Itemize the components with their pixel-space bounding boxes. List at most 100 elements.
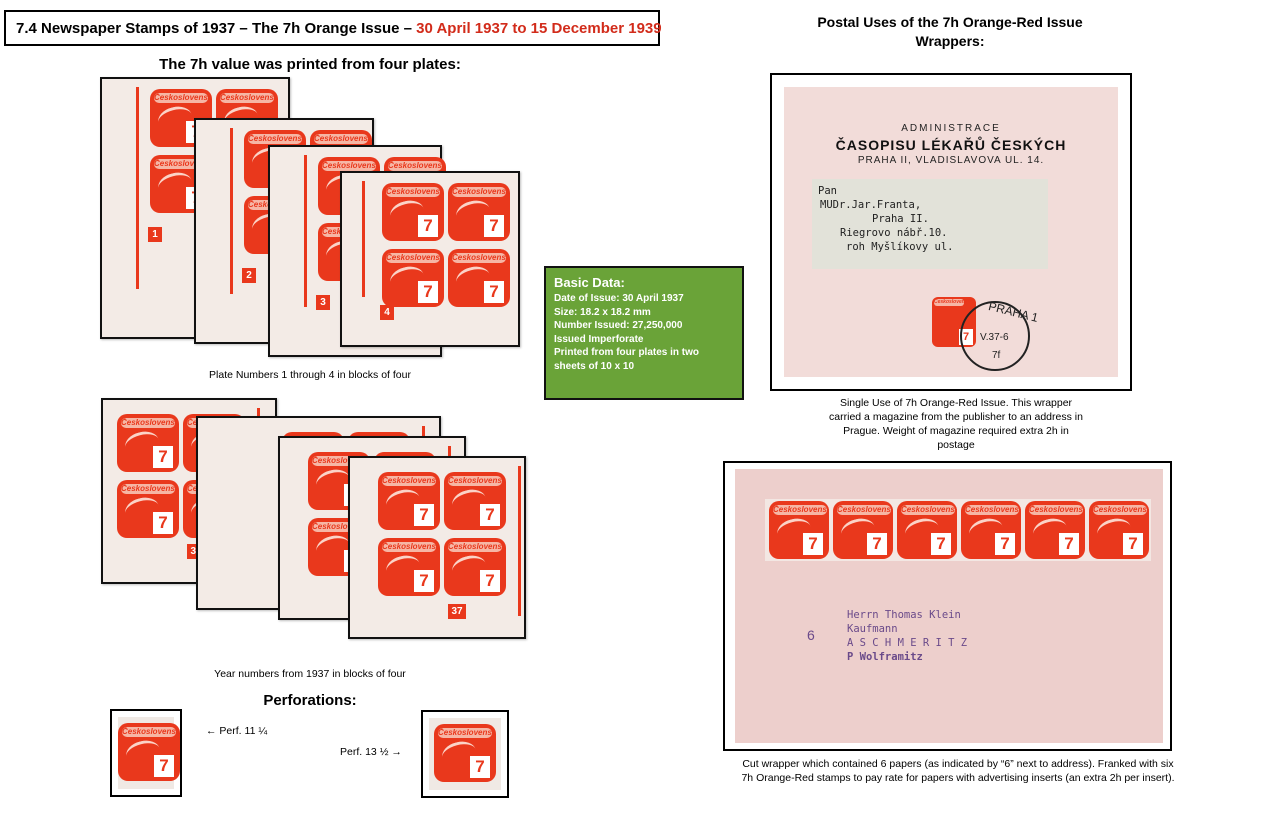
stamp: Československo 7 [382,249,444,307]
stamp-country: Československo [386,187,444,197]
papers-count-mark: 6 [807,627,815,643]
plates-caption: Plate Numbers 1 through 4 in blocks of f… [209,369,411,381]
stamp: Československo 7 [382,183,444,241]
stamp-value: 7 [154,755,174,777]
postmark-date: V.37-6 [980,332,1009,343]
address-line: Praha II. [872,213,929,225]
wrappers-heading: Wrappers: [915,33,985,49]
stamp-country: Československo [901,505,957,515]
stamp-country: Československo [452,253,510,263]
stamp-country: Československo [934,299,974,306]
stamp-country: Československo [312,522,370,532]
basic-data-line: sheets of 10 x 10 [554,360,635,372]
stamp-value: 7 [480,504,500,526]
stamp-country: Československo [386,253,444,263]
stamp-country: Československo [1093,505,1149,515]
perf-13-label: Perf. 13 ½ → [340,746,402,758]
stamp-value: 7 [995,533,1015,555]
stamp-value: 7 [153,512,173,534]
margin-line [136,87,139,289]
stamp: Československo 7 [448,249,510,307]
address-line: Pan [818,185,837,197]
basic-data-line: Number Issued: 27,250,000 [554,320,683,331]
address-line: Kaufmann [847,623,898,635]
stamp: Československo 7 [769,501,829,559]
perf-13-stamp-frame: Československo 7 [421,710,509,798]
stamp-value: 7 [418,215,438,237]
year-caption: Year numbers from 1937 in blocks of four [214,668,406,680]
stamp: Československo 7 [833,501,893,559]
title-dates: 30 April 1937 to 15 December 1939 [416,20,662,37]
stamp-value: 7 [1059,533,1079,555]
margin-line [518,466,521,616]
publisher-line-2: ČASOPISU LÉKAŘŮ ČESKÝCH [835,137,1067,153]
stamp-value: 7 [803,533,823,555]
margin-line [304,155,307,307]
stamp: Československo 7 [961,501,1021,559]
basic-data-line: Issued Imperforate [554,333,644,345]
postmark-code: 7f [992,350,1001,361]
stamp-value: 7 [484,281,504,303]
stamp-value: 7 [414,504,434,526]
postmark-circle [960,301,1030,371]
stamp-country: Československo [220,93,278,103]
stamp-value: 7 [1123,533,1143,555]
stamp-country: Československo [154,159,212,169]
stamp: Československo 7 [1089,501,1149,559]
stamp-country: Československo [388,161,446,171]
stamp-value: 7 [470,756,490,778]
stamp-country: Československo [382,476,440,486]
stamp-value: 7 [418,281,438,303]
address-line: MUDr.Jar.Franta, [820,199,922,211]
publisher-line-3: PRAHA II, VLADISLAVOVA UL. 14. [857,155,1045,166]
perf-13-stamp: Československo 7 [429,718,501,790]
stamp-country: Československo [248,134,306,144]
stamp-country: Československo [438,728,496,738]
stamp: Československo 7 [117,480,179,538]
plates-heading: The 7h value was printed from four plate… [159,56,461,73]
wrapper-2-paper: 6 Herrn Thomas Klein Kaufmann A S C H M … [735,469,1163,743]
stamp-value: 7 [153,446,173,468]
stamp-country: Československo [837,505,893,515]
stamp-country: Československo [965,505,1021,515]
stamp-strip-paper [765,499,1151,561]
stamp-country: Československo [314,134,372,144]
stamp-value: 7 [480,570,500,592]
stamp-country: Československo [154,93,212,103]
basic-data-line: Date of Issue: 30 April 1937 [554,293,684,304]
stamp-country: Československo [773,505,829,515]
margin-line [362,181,365,297]
basic-data-line: Printed from four plates in two [554,347,700,358]
title-text: 7.4 Newspaper Stamps of 1937 – The 7h Or… [16,20,417,37]
wrapper-2-frame: 6 Herrn Thomas Klein Kaufmann A S C H M … [723,461,1172,751]
basic-data-box: Basic Data: Date of Issue: 30 April 1937… [544,266,744,400]
stamp-country: Československo [452,187,510,197]
stamp-country: Československo [312,456,370,466]
stamp-value: 7 [867,533,887,555]
stamp: Československo 7 [117,414,179,472]
perf-11-label: ← Perf. 11 ¼ [206,725,268,737]
plate-number: 3 [316,295,330,310]
stamp: Československo 7 [378,472,440,530]
address-line: A S C H M E R I T Z [847,637,968,649]
wrapper-1-caption: Single Use of 7h Orange-Red Issue. This … [829,397,1083,451]
publisher-line-1: ADMINISTRACE [901,123,1001,134]
stamp: Československo 7 [444,538,506,596]
address-line: Herrn Thomas Klein [847,609,961,621]
stamp-country: Československo [448,542,506,552]
address-label: Pan MUDr.Jar.Franta, Praha II. Riegrovo … [812,179,1048,269]
margin-line [230,128,233,294]
basic-data-heading: Basic Data: [554,275,625,290]
basic-data-line: Size: 18.2 x 18.2 mm [554,306,651,318]
stamp-country: Československo [121,418,179,428]
plate-number: 1 [148,227,162,242]
wrapper-1-paper: ADMINISTRACE ČASOPISU LÉKAŘŮ ČESKÝCH PRA… [784,87,1118,377]
stamp-country: Československo [121,484,179,494]
